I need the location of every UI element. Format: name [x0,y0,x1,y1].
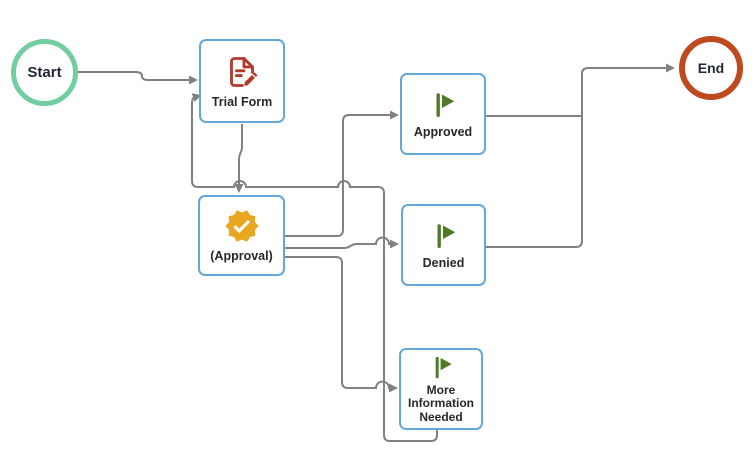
edge-start-to-trial-form [78,71,198,85]
node-trial-form[interactable]: Trial Form [199,39,285,123]
node-more-information-needed-label: More Information Needed [408,382,474,424]
edge-approval-to-more-information-needed [285,256,398,393]
node-approval-label: (Approval) [210,249,273,263]
node-more-information-needed[interactable]: More Information Needed [399,348,483,430]
node-denied[interactable]: Denied [401,204,486,286]
flag-icon [437,223,455,248]
node-start-label: Start [27,64,62,81]
edge-approval-to-approved [285,110,399,237]
verified-badge-icon [225,210,258,242]
node-end[interactable]: End [679,36,743,100]
flag-icon [436,92,455,117]
node-approved-label: Approved [413,124,473,139]
flag-icon [435,356,452,379]
node-approved[interactable]: Approved [400,73,486,155]
node-approval[interactable]: (Approval) [198,195,285,276]
node-denied-label: Denied [422,255,465,270]
node-start[interactable]: Start [11,39,78,106]
edge-more-information-needed-to-trial-form [191,93,438,442]
node-trial-form-label: Trial Form [211,94,273,109]
document-edit-icon [230,56,258,87]
edge-trial-form-to-approval [234,124,244,193]
edge-denied-to-end [486,63,675,248]
node-end-label: End [697,60,725,76]
edge-approval-to-denied [285,236,399,249]
